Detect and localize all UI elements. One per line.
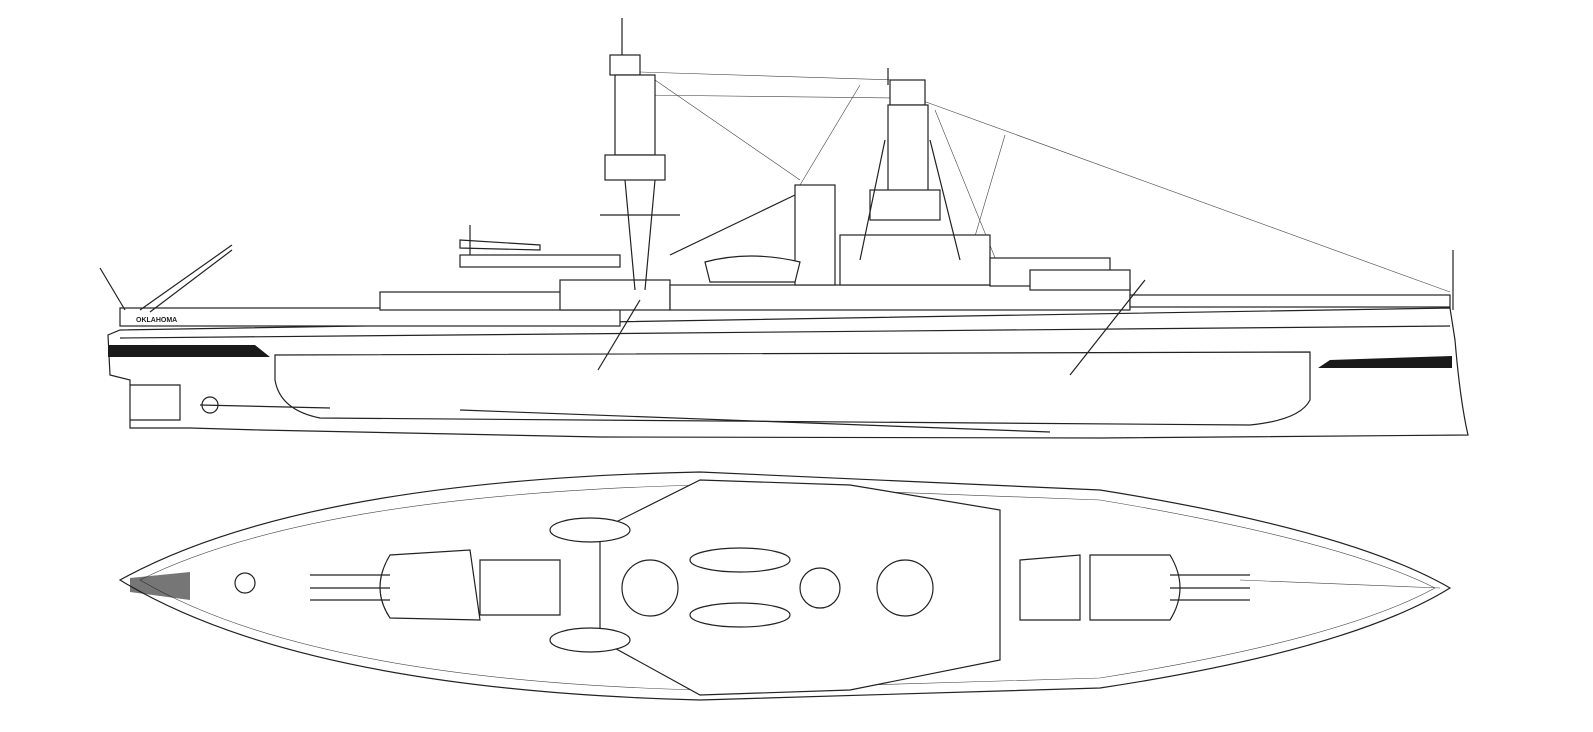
mainmast-fore [859,68,961,261]
foremast-aft [600,18,680,291]
seaplane [459,225,541,255]
turrets [310,549,1250,621]
plan-view [118,471,1452,701]
rigging-lines [639,71,1451,293]
funnel-plan [799,567,841,609]
profile-view [99,18,1469,439]
stern-name-label: OKLAHOMA [136,317,177,324]
superstructure [119,184,1451,327]
foremast-platform [621,559,679,617]
stern-grating [130,572,190,600]
mainmast-platform [876,559,934,617]
cranes [99,194,1146,376]
boats [549,517,934,653]
hull-profile [107,307,1469,439]
